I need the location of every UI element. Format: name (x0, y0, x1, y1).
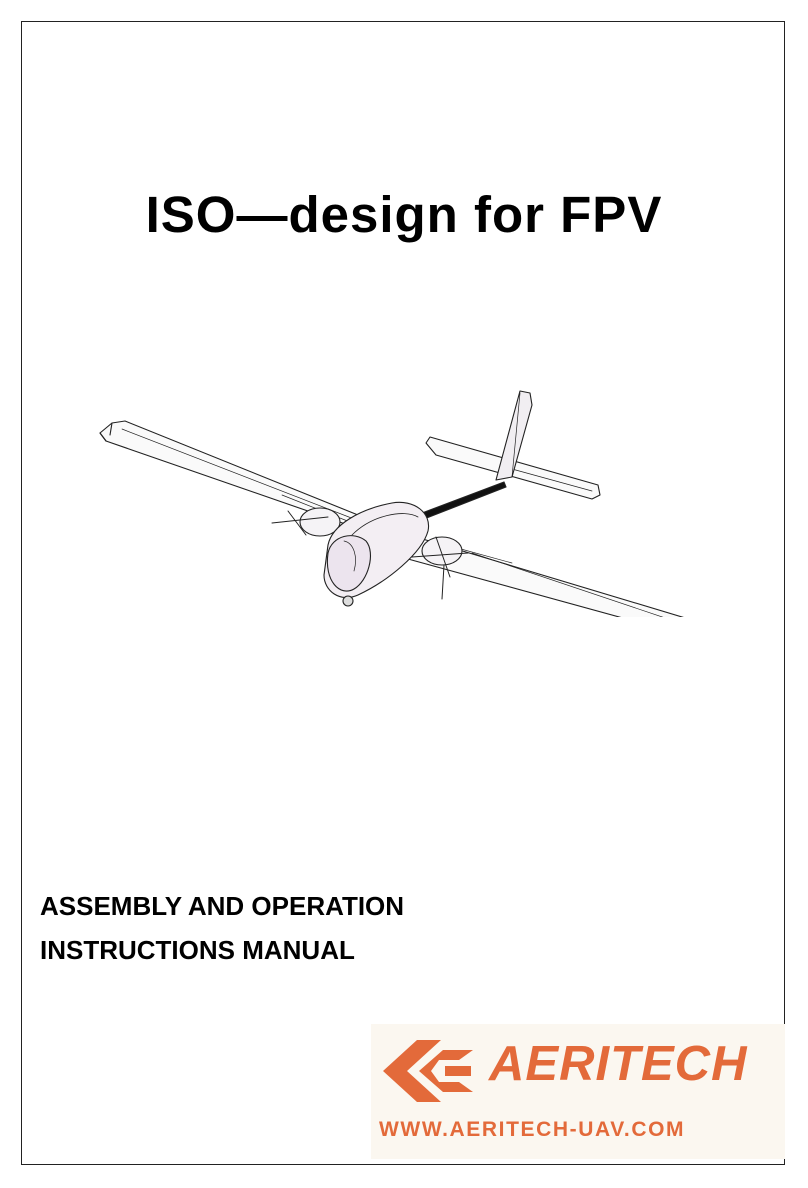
fpv-airplane-illustration (99, 390, 684, 617)
brand-url: WWW.AERITECH-UAV.COM (379, 1118, 686, 1141)
document-title: ISO—design for FPV (145, 186, 663, 243)
aeritech-logo-icon (383, 1040, 473, 1102)
brand-name: AERITECH (489, 1037, 748, 1091)
manual-subtitle-line-1: ASSEMBLY AND OPERATION (40, 891, 405, 921)
manual-subtitle-line-2: INSTRUCTIONS MANUAL (40, 935, 355, 965)
page-border (21, 21, 785, 1165)
brand-banner: AERITECH WWW.AERITECH-UAV.COM (371, 1024, 785, 1159)
